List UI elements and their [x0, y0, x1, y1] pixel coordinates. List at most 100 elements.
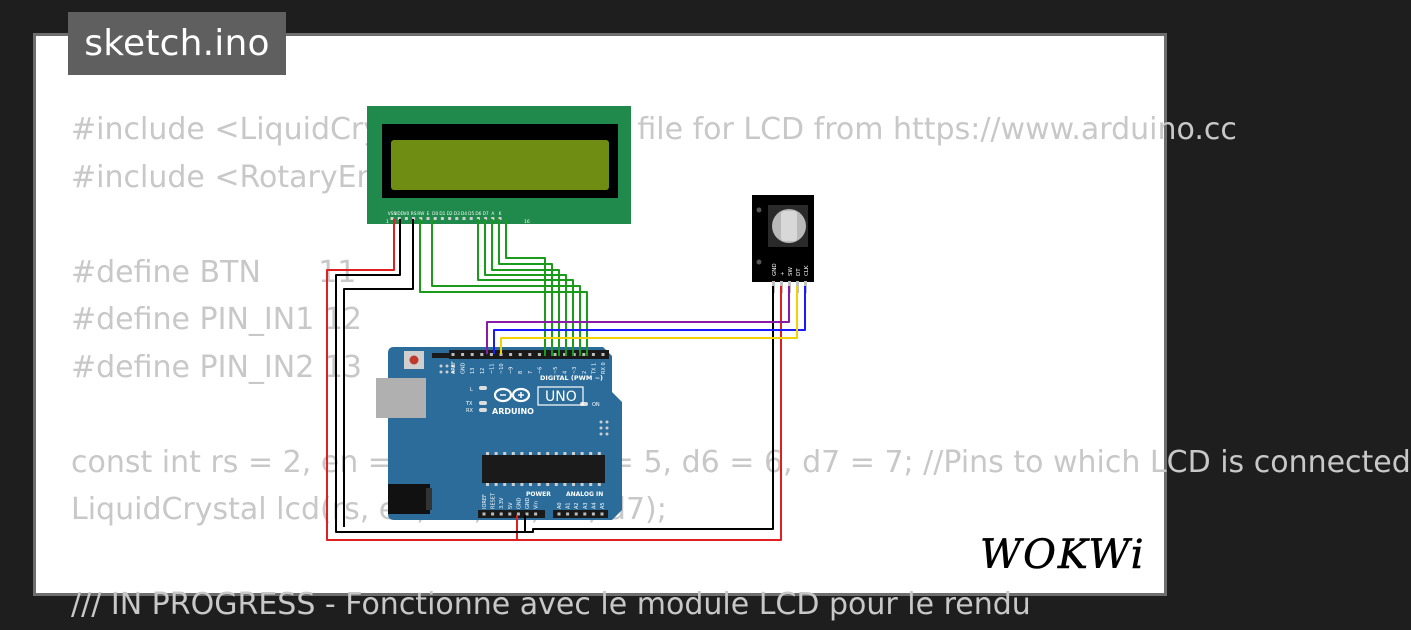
pin-hole [508, 512, 512, 516]
pin-hole [557, 512, 561, 516]
wire-lcd-d5[interactable] [484, 219, 567, 356]
wire-encoder-vcc[interactable] [517, 286, 782, 541]
pin-label: GND [772, 263, 778, 276]
pin-hole [591, 512, 595, 516]
wire-encoder-gnd[interactable] [525, 286, 774, 533]
lcd-pin [404, 217, 408, 220]
pin-label: ~6 [537, 367, 543, 374]
pin-hole [591, 353, 595, 356]
lcd-pin [412, 217, 416, 220]
wire-encoder-clk[interactable] [493, 286, 806, 354]
pin-label: A5 [600, 502, 606, 509]
lcd-pin [491, 217, 495, 220]
pin-label: 12 [480, 368, 486, 374]
pin-label: A2 [574, 502, 580, 509]
lcd-pin-label: D5 [468, 211, 474, 217]
lcd-pin [476, 217, 480, 220]
pin-hole [574, 512, 578, 516]
pin-label: ~10 [499, 363, 505, 374]
lcd-pin [397, 217, 401, 220]
pin-hole [499, 353, 503, 356]
power-jack [388, 484, 430, 514]
pin-label: DT [796, 268, 802, 276]
lcd-pin-label: V0 [404, 211, 410, 217]
pin-label: 2 [582, 371, 588, 374]
wire-lcd-d6[interactable] [491, 219, 560, 356]
pin-label: GND [461, 362, 467, 374]
pin-hole [499, 512, 503, 516]
pin-label: Vin [534, 501, 540, 509]
pin-hole [534, 512, 538, 516]
pin-label: A1 [566, 502, 572, 509]
encoder-shaft [781, 211, 797, 241]
lcd-pin [484, 217, 488, 220]
pin-label: TX 1 [591, 363, 597, 375]
pin-hole [583, 512, 587, 516]
led-tx-label: TX [465, 401, 473, 407]
led-on-label: ON [592, 402, 600, 408]
led-l [479, 386, 487, 390]
pin-label: GND [516, 497, 522, 509]
wire-lcd-d4[interactable] [477, 219, 574, 356]
wire-encoder-sw[interactable] [486, 286, 790, 354]
arduino-logo-icon [493, 387, 531, 403]
code-line: #define BTN 11 [71, 254, 357, 290]
pin-label: 3.3V [499, 497, 505, 509]
lcd-pin [498, 217, 502, 220]
pin-label: CLK [804, 265, 810, 276]
reset-button-cap[interactable] [409, 355, 419, 365]
pin-label: RX 0 [601, 362, 607, 374]
pin-hole [528, 353, 532, 356]
pin-label: ~11 [489, 363, 495, 374]
pin-label: AREF [451, 361, 457, 374]
analog-header [553, 510, 608, 518]
wokwi-logo-text: WOKWi [980, 532, 1146, 578]
lcd-pin [440, 217, 444, 220]
lcd-pin-label: A [491, 211, 494, 217]
wire-lcd-d7[interactable] [498, 219, 553, 356]
pin-label: 13 [470, 368, 476, 374]
pin-hole [489, 353, 493, 356]
lcd-pin [455, 217, 459, 220]
lcd-pin [390, 217, 394, 220]
icsp2-header [599, 420, 609, 436]
pin-hole [480, 353, 484, 356]
file-name-tab[interactable]: sketch.ino [68, 12, 286, 75]
pin-hole [491, 512, 495, 516]
mount-hole [756, 207, 762, 213]
pin-label: + [780, 271, 786, 276]
pin-label: A3 [583, 502, 589, 509]
pin-hole [525, 512, 529, 516]
wires [326, 219, 806, 541]
lcd-pin [462, 217, 466, 220]
pin-label: IOREF [482, 494, 488, 509]
wire-lcd-rw-gnd[interactable] [343, 219, 414, 527]
led-l-label: L [470, 387, 473, 393]
lcd-pin-label: D3 [454, 211, 460, 217]
pin-label: 8 [518, 371, 524, 374]
wire-lcd-vdd-5v[interactable] [326, 219, 518, 541]
lcd-pin [448, 217, 452, 220]
pin-hole [553, 353, 557, 356]
pin-hole [537, 353, 541, 356]
wire-encoder-dt[interactable] [500, 286, 798, 354]
code-line: #define PIN_IN2 13 [71, 349, 363, 385]
pin-label: A0 [557, 502, 563, 509]
mount-hole [756, 259, 762, 265]
atmega-chip [482, 455, 605, 483]
wire-lcd-rs[interactable] [419, 219, 588, 356]
status-leds: L TX RX ON [465, 386, 600, 414]
lcd-pin-label: K [499, 211, 502, 217]
wire-lcd-vss-gnd[interactable] [335, 219, 526, 533]
wire-lcd-a[interactable] [505, 219, 546, 356]
lcd-pin-label: D6 [475, 211, 481, 217]
pin-label: A4 [591, 502, 597, 509]
